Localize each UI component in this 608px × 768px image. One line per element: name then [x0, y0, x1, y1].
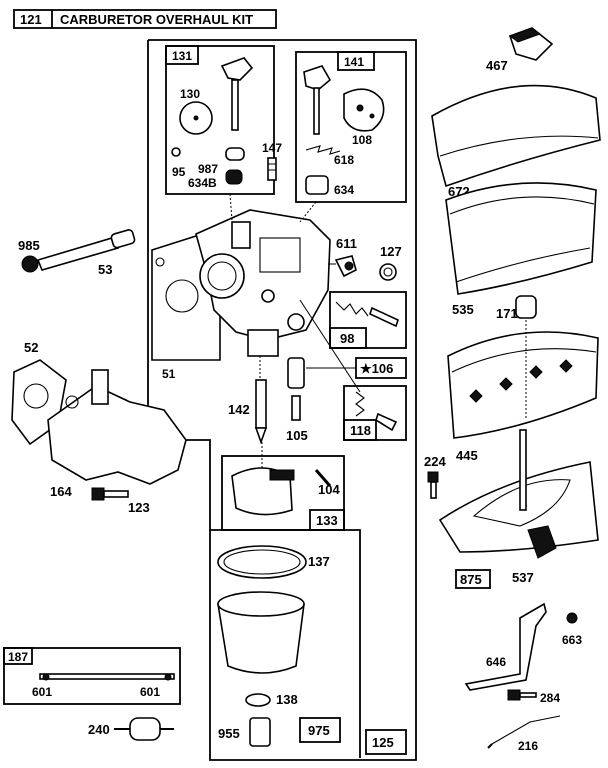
- label-164: 164: [50, 484, 72, 499]
- needle-105: 105: [286, 357, 308, 443]
- label-147: 147: [262, 141, 282, 155]
- label-646: 646: [486, 655, 506, 669]
- label-663: 663: [562, 633, 582, 647]
- box-98: 98: [329, 291, 407, 349]
- label-284: 284: [540, 691, 560, 705]
- link-216: 216: [487, 715, 561, 753]
- label-137: 137: [308, 554, 330, 569]
- intake-164: 164: [47, 369, 187, 499]
- label-171: 171: [496, 306, 518, 321]
- label-224: 224: [424, 454, 446, 469]
- label-611: 611: [336, 236, 357, 251]
- cover-672: 672: [431, 84, 601, 199]
- label-985: 985: [18, 238, 40, 253]
- fitting-53: 985 53: [18, 229, 136, 277]
- box-98-label: 98: [340, 331, 354, 346]
- label-105: 105: [286, 428, 308, 443]
- label-445: 445: [456, 448, 478, 463]
- label-618: 618: [334, 153, 354, 167]
- label-104: 104: [318, 482, 340, 497]
- box-133-label: 133: [316, 513, 338, 528]
- ring-127: 127: [379, 244, 402, 281]
- box-131-label: 131: [172, 49, 192, 63]
- label-52: 52: [24, 340, 38, 355]
- knob-467: 467: [486, 27, 554, 100]
- bowl-area: 137 138 955 975 125: [210, 529, 407, 758]
- label-138: 138: [276, 692, 298, 707]
- box-125-label: 125: [372, 735, 394, 750]
- needle-142: 142: [228, 379, 268, 445]
- bolt-224: 224: [424, 454, 446, 499]
- label-142: 142: [228, 402, 250, 417]
- label-53: 53: [98, 262, 112, 277]
- title-text: CARBURETOR OVERHAUL KIT: [60, 12, 253, 27]
- bracket-646: 646: [464, 602, 547, 691]
- bolt-123: 123: [91, 487, 150, 515]
- box-141: 141 108 618 634: [295, 51, 407, 203]
- label-216: 216: [518, 739, 538, 753]
- box-975-label: 975: [308, 723, 330, 738]
- screw-284: 284: [507, 689, 560, 705]
- label-130: 130: [180, 87, 200, 101]
- title-number: 121: [20, 12, 42, 27]
- label-467: 467: [486, 58, 508, 73]
- box-106-label: ★106: [360, 361, 393, 376]
- box-187-label: 187: [8, 650, 28, 664]
- label-535: 535: [452, 302, 474, 317]
- label-123: 123: [128, 500, 150, 515]
- screw-663: 663: [562, 612, 582, 647]
- fitting-611: 611: [334, 236, 357, 278]
- label-108: 108: [352, 133, 372, 147]
- precleaner-535: 535: [445, 182, 597, 317]
- seal-171: 171: [496, 295, 537, 321]
- filter-445: 445: [447, 320, 599, 463]
- leader-lines: [229, 193, 361, 470]
- box-118: 118: [343, 385, 407, 441]
- label-955: 955: [218, 726, 240, 741]
- filter-240: 240: [88, 717, 174, 741]
- screw-147: 147: [262, 141, 282, 181]
- label-987: 987: [198, 162, 218, 176]
- label-51: 51: [162, 367, 176, 381]
- box-187: 187 601 601: [3, 647, 181, 705]
- label-127: 127: [380, 244, 402, 259]
- box-875-label: 875: [460, 572, 482, 587]
- label-601-left: 601: [32, 685, 52, 699]
- carburetor-body: [195, 209, 331, 357]
- box-141-label: 141: [344, 55, 364, 69]
- box-131: 131 130 95 987 634B: [165, 45, 275, 195]
- label-634: 634: [334, 183, 354, 197]
- box-106: ★106: [306, 357, 407, 379]
- label-240: 240: [88, 722, 110, 737]
- label-601-right: 601: [140, 685, 160, 699]
- base-537: 537: [438, 429, 599, 585]
- label-634b: 634B: [188, 176, 217, 190]
- box-875: 875: [455, 569, 491, 589]
- diagram-title: 121 CARBURETOR OVERHAUL KIT: [13, 9, 277, 29]
- label-537: 537: [512, 570, 534, 585]
- box-133: 133 104: [221, 455, 345, 531]
- label-95: 95: [172, 165, 186, 179]
- box-118-label: 118: [350, 423, 371, 438]
